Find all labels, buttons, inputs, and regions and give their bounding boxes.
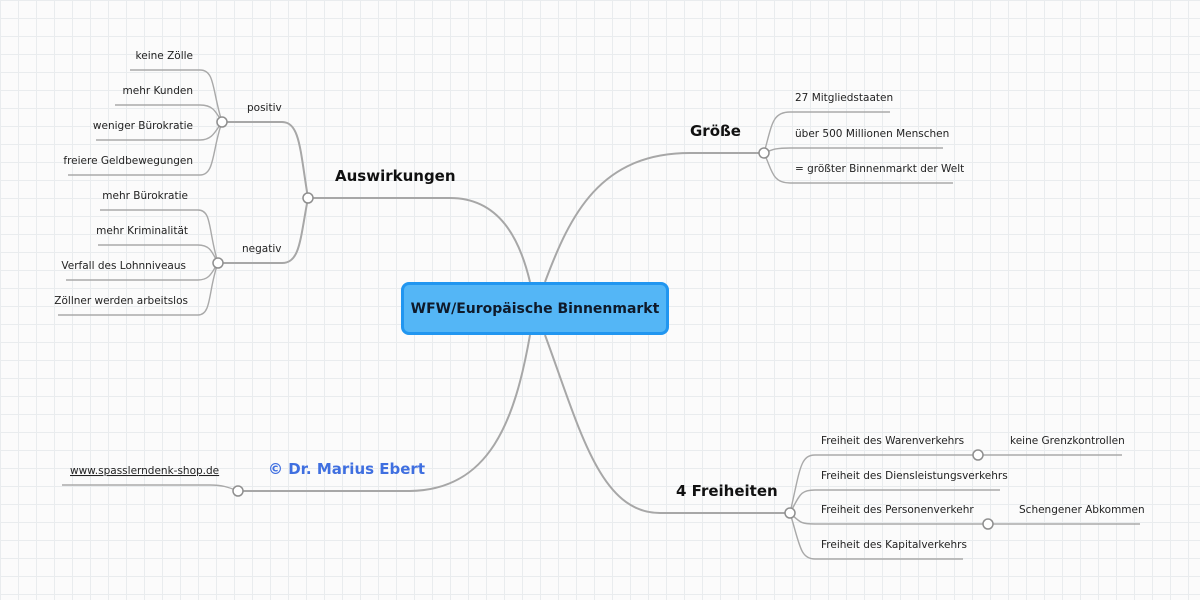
- leaf-millionen-menschen[interactable]: über 500 Millionen Menschen: [795, 128, 949, 140]
- leaf-warenverkehr[interactable]: Freiheit des Warenverkehrs: [821, 435, 964, 447]
- shop-link[interactable]: www.spasslerndenk-shop.de: [70, 465, 219, 477]
- connector-auswirkungen: [308, 197, 531, 283]
- central-connectors: [238, 152, 790, 514]
- junction-freiheiten[interactable]: [784, 507, 796, 519]
- leaf-mehr-kriminalitaet[interactable]: mehr Kriminalität: [96, 225, 188, 237]
- junction-groesse[interactable]: [758, 147, 770, 159]
- connector-mitgliedstaaten: [763, 111, 890, 154]
- junction-credit[interactable]: [232, 485, 244, 497]
- junction-auswirkungen[interactable]: [302, 192, 314, 204]
- connector-shop-url: [62, 484, 239, 492]
- junction-personenverkehr[interactable]: [982, 518, 994, 530]
- junction-negativ[interactable]: [212, 257, 224, 269]
- subtopic-negativ[interactable]: negativ: [242, 243, 281, 255]
- connector-mehr-buerokratie: [100, 209, 219, 264]
- connector-negativ: [218, 197, 309, 264]
- connector-dienstleistungsverkehr: [789, 489, 1000, 514]
- branch-credit: © Dr. Marius Ebert www.spasslerndenk-sho…: [62, 460, 425, 497]
- connector-groesse: [544, 152, 764, 283]
- topic-credit-author[interactable]: © Dr. Marius Ebert: [268, 460, 425, 478]
- central-topic[interactable]: WFW/Europäische Binnenmarkt: [401, 282, 669, 335]
- connector-millionen-menschen: [763, 147, 943, 154]
- topic-freiheiten[interactable]: 4 Freiheiten: [676, 482, 778, 500]
- leaf-personenverkehr[interactable]: Freiheit des Personenverkehr: [821, 504, 974, 516]
- junction-positiv[interactable]: [216, 116, 228, 128]
- leaf-mehr-buerokratie[interactable]: mehr Bürokratie: [102, 190, 188, 202]
- subtopic-positiv[interactable]: positiv: [247, 102, 282, 114]
- connector-zoellner-arbeitslos: [58, 262, 219, 316]
- leaf-weniger-buerokratie[interactable]: weniger Bürokratie: [93, 120, 193, 132]
- topic-auswirkungen[interactable]: Auswirkungen: [335, 167, 456, 185]
- leaf-grenzkontrollen[interactable]: keine Grenzkontrollen: [1010, 435, 1125, 447]
- leaf-mehr-kunden[interactable]: mehr Kunden: [123, 85, 193, 97]
- connector-warenverkehr: [789, 454, 978, 514]
- junction-warenverkehr[interactable]: [972, 449, 984, 461]
- leaf-verfall-lohnniveau[interactable]: Verfall des Lohnniveaus: [61, 260, 186, 272]
- leaf-zoellner-arbeitslos[interactable]: Zöllner werden arbeitslos: [54, 295, 188, 307]
- branch-freiheiten: 4 Freiheiten Freiheit des Warenverkehrs …: [676, 435, 1145, 560]
- leaf-kapitalverkehr[interactable]: Freiheit des Kapitalverkehrs: [821, 539, 967, 551]
- branch-auswirkungen: Auswirkungen positiv negativ keine Zölle…: [54, 50, 456, 316]
- connector-freiheiten: [544, 334, 790, 514]
- leaf-keine-zoelle[interactable]: keine Zölle: [136, 50, 193, 62]
- connector-freiere-geldbewegungen: [68, 121, 223, 176]
- connector-kapitalverkehr: [789, 512, 963, 560]
- leaf-groesster-binnenmarkt[interactable]: = größter Binnenmarkt der Welt: [795, 163, 964, 175]
- connector-credit: [238, 334, 531, 492]
- topic-groesse[interactable]: Größe: [690, 122, 741, 140]
- leaf-schengener-abkommen[interactable]: Schengener Abkommen: [1019, 504, 1145, 516]
- leaf-dienstleistungsverkehr[interactable]: Freiheit des Diensleistungsverkehrs: [821, 470, 1008, 482]
- connector-positiv: [222, 121, 309, 199]
- connector-keine-zoelle: [130, 69, 223, 123]
- leaf-mitgliedstaaten[interactable]: 27 Mitgliedstaaten: [795, 92, 893, 104]
- leaf-freiere-geldbewegungen[interactable]: freiere Geldbewegungen: [63, 155, 193, 167]
- branch-groesse: Größe 27 Mitgliedstaaten über 500 Millio…: [690, 92, 964, 184]
